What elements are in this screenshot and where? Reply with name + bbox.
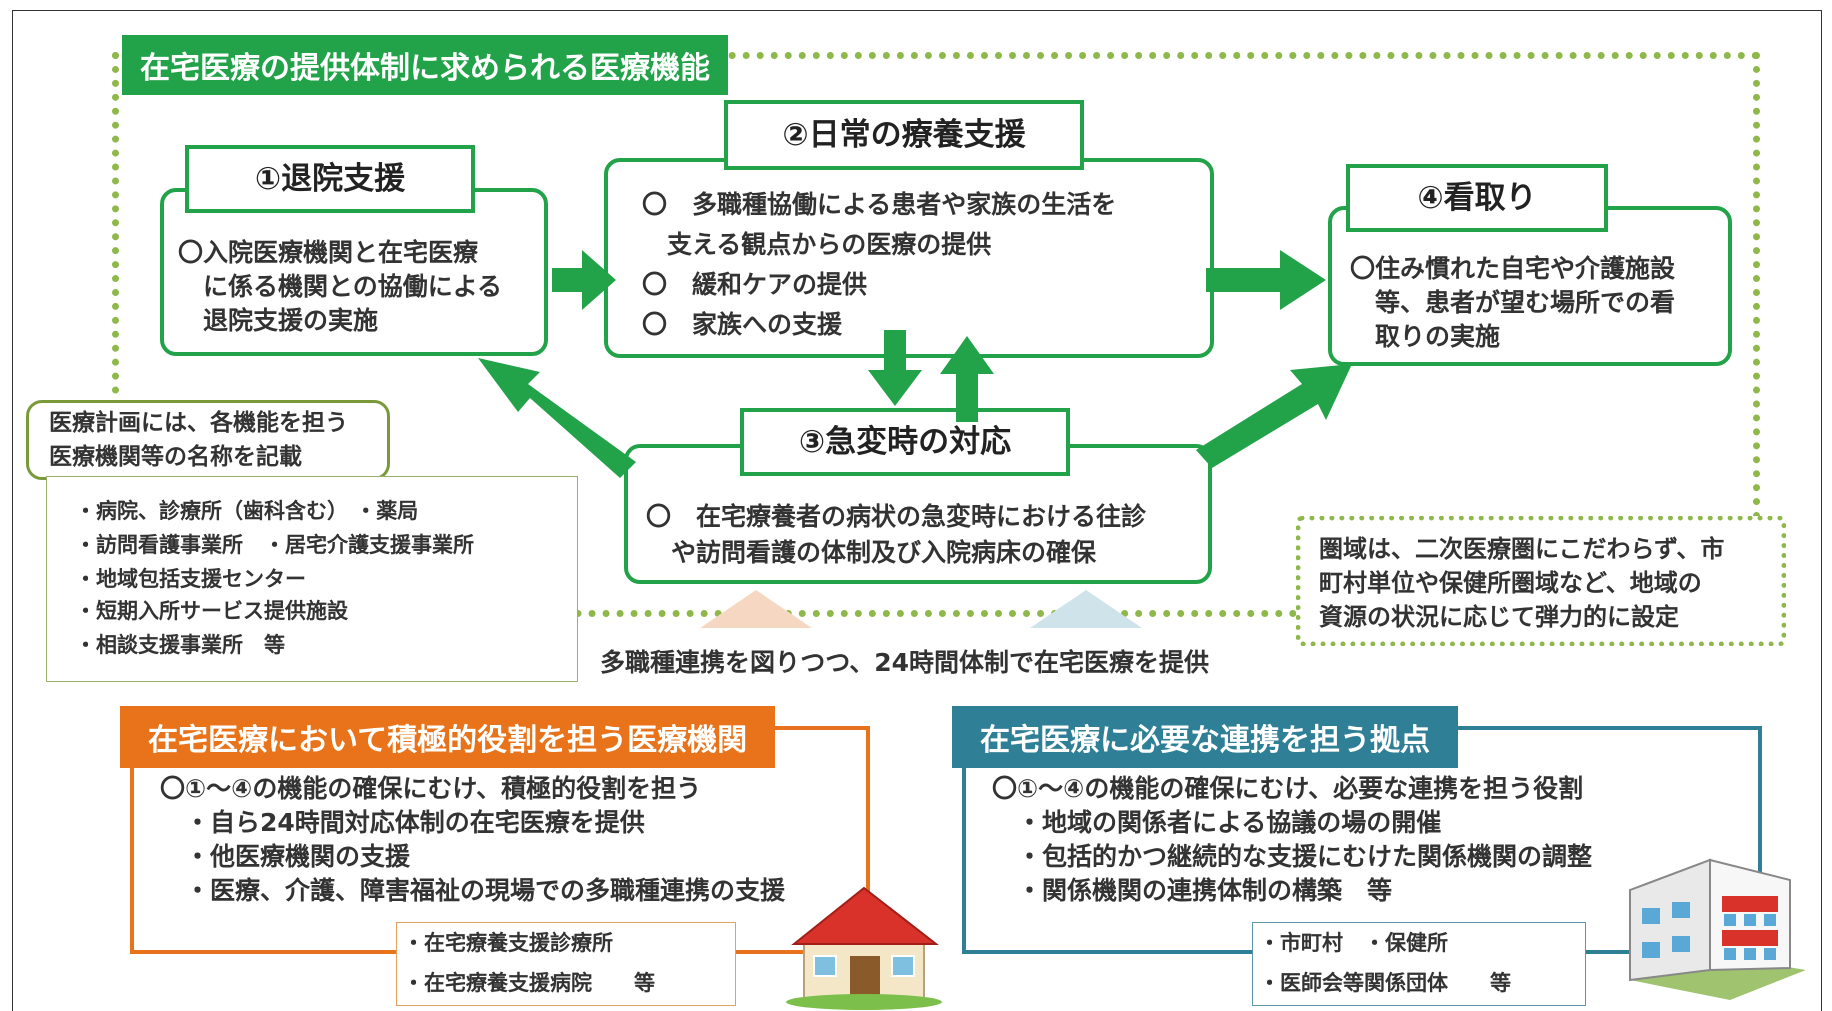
function-2-box: 〇 多職種協働による患者や家族の生活を 支える観点からの医療の提供 〇 緩和ケア… — [604, 158, 1214, 358]
facility-item: ・病院、診療所（歯科含む） ・薬局 — [75, 499, 419, 523]
page-title: 在宅医療の提供体制に求められる医療機能 — [122, 35, 728, 95]
plan-note: 医療計画には、各機能を担う 医療機関等の名称を記載 — [26, 400, 390, 480]
facility-item: ・相談支援事業所 等 — [75, 633, 285, 657]
region-note-line-3: 資源の状況に応じて弾力的に設定 — [1319, 603, 1679, 631]
active-role-line-3: ・他医療機関の支援 — [160, 842, 411, 871]
active-role-sub-list: ・在宅療養支援診療所 ・在宅療養支援病院 等 — [396, 922, 736, 1006]
function-3-line-1: 〇 在宅療養者の病状の急変時における往診 — [646, 502, 1147, 531]
house-icon — [786, 886, 942, 1010]
coordination-line-3: ・包括的かつ継続的な支援にむけた関係機関の調整 — [992, 842, 1593, 871]
function-4-box: 〇住み慣れた自宅や介護施設 等、患者が望む場所での看 取りの実施 — [1328, 206, 1732, 366]
function-2-line-3: 〇 緩和ケアの提供 — [642, 270, 868, 299]
coordination-sub-item: ・医師会等関係団体 等 — [1259, 971, 1511, 995]
function-2-line-1: 〇 多職種協働による患者や家族の生活を — [642, 190, 1117, 219]
building-icon — [1629, 858, 1806, 1000]
active-role-sub-item: ・在宅療養支援診療所 — [403, 931, 613, 955]
function-1-box: 〇入院医療機関と在宅医療 に係る機関との協働による 退院支援の実施 — [160, 188, 548, 356]
region-note-line-1: 圏域は、二次医療圏にこだわらず、市 — [1319, 535, 1725, 563]
medical-function-area — [112, 52, 1760, 617]
facility-item: ・地域包括支援センター — [75, 567, 306, 591]
coordination-sub-item: ・市町村 ・保健所 — [1259, 931, 1448, 955]
coordination-line-4: ・関係機関の連携体制の構築 等 — [992, 876, 1393, 905]
active-role-title: 在宅医療において積極的役割を担う医療機関 — [120, 706, 776, 768]
function-1-line-3: 退院支援の実施 — [178, 306, 379, 335]
facility-list: ・病院、診療所（歯科含む） ・薬局 ・訪問看護事業所 ・居宅介護支援事業所 ・地… — [46, 476, 578, 682]
plan-note-line-2: 医療機関等の名称を記載 — [49, 444, 302, 470]
function-3-line-2: や訪問看護の体制及び入院病床の確保 — [646, 538, 1097, 567]
coordination-line-2: ・地域の関係者による協議の場の開催 — [992, 808, 1442, 837]
active-role-line-4: ・医療、介護、障害福祉の現場での多職種連携の支援 — [160, 876, 786, 905]
region-note-line-2: 町村単位や保健所圏域など、地域の — [1319, 569, 1702, 597]
function-3-label: ③急変時の対応 — [740, 408, 1070, 476]
function-4-label: ④看取り — [1346, 164, 1608, 232]
function-2-label: ②日常の療養支援 — [724, 100, 1084, 170]
function-1-label: ①退院支援 — [185, 145, 475, 213]
coordination-line-1: 〇①～④の機能の確保にむけ、必要な連携を担う役割 — [992, 774, 1584, 803]
function-4-line-1: 〇住み慣れた自宅や介護施設 — [1350, 254, 1676, 283]
function-1-line-1: 〇入院医療機関と在宅医療 — [178, 238, 479, 267]
function-4-line-3: 取りの実施 — [1350, 322, 1501, 351]
region-note: 圏域は、二次医療圏にこだわらず、市 町村単位や保健所圏域など、地域の 資源の状況… — [1296, 516, 1786, 646]
facility-item: ・訪問看護事業所 ・居宅介護支援事業所 — [75, 533, 474, 557]
function-4-line-2: 等、患者が望む場所での看 — [1350, 288, 1676, 317]
coordination-sub-list: ・市町村 ・保健所 ・医師会等関係団体 等 — [1252, 922, 1586, 1006]
function-1-line-2: に係る機関との協働による — [178, 272, 503, 301]
coordination-title: 在宅医療に必要な連携を担う拠点 — [952, 706, 1458, 768]
function-2-line-2: 支える観点からの医療の提供 — [642, 230, 992, 259]
active-role-sub-item: ・在宅療養支援病院 等 — [403, 971, 655, 995]
active-role-line-1: 〇①～④の機能の確保にむけ、積極的役割を担う — [160, 774, 702, 803]
center-caption: 多職種連携を図りつつ、24時間体制で在宅医療を提供 — [600, 648, 1210, 677]
active-role-line-2: ・自ら24時間対応体制の在宅医療を提供 — [160, 808, 645, 837]
page-frame — [12, 10, 1822, 1011]
function-2-line-4: 〇 家族への支援 — [642, 310, 843, 339]
plan-note-line-1: 医療計画には、各機能を担う — [49, 410, 348, 436]
facility-item: ・短期入所サービス提供施設 — [75, 599, 348, 623]
